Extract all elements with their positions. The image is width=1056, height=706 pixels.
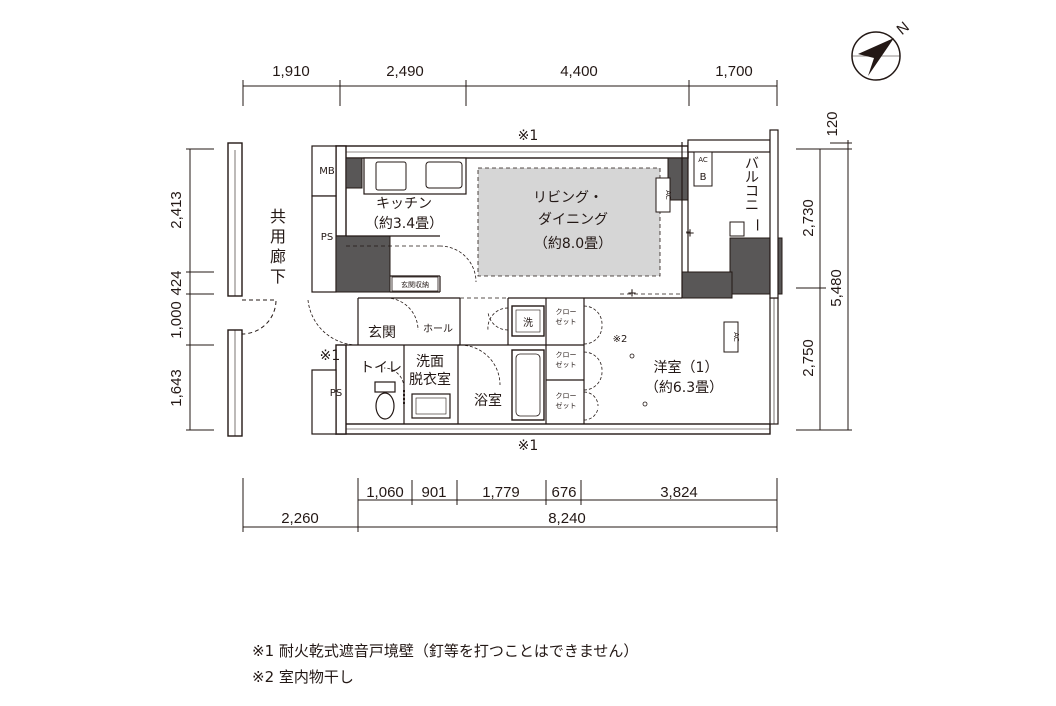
svg-text:（約3.4畳）: （約3.4畳）	[365, 216, 443, 232]
svg-text:ル: ル	[745, 170, 759, 186]
mark1-bottom: ※1	[518, 438, 539, 454]
balcony	[693, 151, 745, 237]
ps-label-2: PS	[330, 388, 342, 399]
note-1: ※1 耐火乾式遮音戸境壁（釘等を打つことはできません）	[252, 642, 639, 660]
dimension-left	[186, 148, 214, 431]
hall-label: ホール	[423, 323, 453, 335]
bath-label: 浴室	[474, 392, 502, 409]
mb-label: MB	[319, 166, 335, 177]
kitchen-label: キッチン （約3.4畳）	[365, 196, 443, 232]
dim-left-2: 424	[168, 270, 185, 295]
plus-mark-2: +	[686, 225, 695, 242]
dimension-bottom	[242, 478, 778, 532]
dim-right-2: 2,750	[800, 339, 817, 377]
svg-text:（約8.0畳）: （約8.0畳）	[534, 236, 612, 252]
corridor-door-swing	[241, 299, 277, 335]
ac-western	[723, 321, 739, 353]
balcony-label: バ ル コ ニ ー	[745, 156, 764, 232]
wash-label: 洗	[523, 317, 533, 329]
ac-living	[655, 177, 671, 213]
corridor-wall	[227, 142, 243, 437]
dim-bottom-4: 676	[551, 484, 576, 501]
washroom-label: 洗面 脱衣室	[409, 354, 451, 388]
clothes-hanger-point-2	[642, 401, 648, 407]
b-label: B	[700, 172, 707, 183]
dim-bottom-3: 1,779	[482, 484, 520, 501]
svg-text:リビング・: リビング・	[533, 190, 603, 206]
dim-bottom-total: 8,240	[548, 510, 586, 527]
dim-bottom-left: 2,260	[281, 510, 319, 527]
toilet-label: トイレ	[360, 360, 402, 376]
svg-text:ダイニング: ダイニング	[538, 212, 608, 228]
dim-left-4: 1,643	[168, 369, 185, 407]
svg-text:バ: バ	[745, 156, 759, 172]
svg-text:（約6.3畳）: （約6.3畳）	[645, 380, 723, 396]
dashed-guides	[346, 231, 692, 299]
svg-text:脱衣室: 脱衣室	[409, 371, 451, 388]
washing-machine-inner	[515, 309, 541, 333]
svg-text:キッチン: キッチン	[376, 196, 432, 212]
mark2-label: ※2	[613, 334, 628, 345]
door-swings	[307, 245, 603, 421]
dim-bottom-5: 3,824	[660, 484, 698, 501]
toilet-fixture	[374, 381, 405, 420]
note-2: ※2 室内物干し	[252, 668, 354, 686]
dimension-top	[242, 80, 778, 106]
ac-living-label: AC	[664, 190, 672, 200]
living-dining-label: リビング・ ダイニング （約8.0畳）	[533, 190, 612, 252]
clothes-hanger-point	[629, 353, 635, 359]
dim-right-1: 2,730	[800, 199, 817, 237]
corridor-label: 共 用 廊 下	[270, 207, 286, 286]
svg-text:洗面: 洗面	[416, 354, 444, 370]
svg-text:クロー: クロー	[556, 308, 577, 316]
mb-ps-block	[311, 145, 337, 435]
mark1-left: ※1	[320, 348, 341, 364]
dim-left-3: 1,000	[168, 301, 185, 339]
entrance-label: 玄関	[368, 324, 396, 341]
dim-right-total: 5,480	[828, 269, 845, 307]
plus-mark: +	[628, 285, 637, 302]
mark1-top: ※1	[518, 128, 539, 144]
svg-text:廊: 廊	[270, 247, 286, 266]
right-exterior	[687, 129, 779, 425]
dim-top-1: 1,910	[272, 63, 310, 80]
washbasin-inner	[415, 397, 447, 415]
svg-text:下: 下	[270, 267, 286, 286]
svg-text:クロー: クロー	[556, 351, 577, 359]
partitions	[346, 142, 689, 424]
svg-text:ゼット: ゼット	[556, 360, 577, 369]
dim-top-4: 1,700	[715, 63, 753, 80]
shoe-storage-label: 玄関収納	[401, 280, 429, 289]
north-compass-icon	[851, 31, 901, 81]
closets: クロー ゼット クロー ゼット クロー ゼット	[556, 308, 577, 410]
svg-text:ー: ー	[748, 218, 764, 232]
north-label: N	[893, 19, 912, 39]
svg-text:共: 共	[270, 207, 286, 226]
svg-text:クロー: クロー	[556, 392, 577, 400]
western-room-label: 洋室（1） （約6.3畳）	[645, 359, 723, 396]
dim-right-top: 120	[824, 111, 841, 136]
ps-label: PS	[321, 232, 333, 243]
dim-top-3: 4,400	[560, 63, 598, 80]
kitchen-counter	[363, 157, 467, 195]
dim-left-1: 2,413	[168, 191, 185, 229]
svg-text:コ: コ	[745, 184, 759, 200]
pipe-shafts	[335, 157, 783, 299]
dim-bottom-2: 901	[421, 484, 446, 501]
ac-western-label: AC	[732, 332, 740, 342]
dim-bottom-1: 1,060	[366, 484, 404, 501]
svg-text:ゼット: ゼット	[556, 317, 577, 326]
dimension-right	[796, 140, 852, 431]
svg-text:洋室（1）: 洋室（1）	[654, 359, 719, 376]
svg-text:用: 用	[270, 227, 286, 246]
ac-balcony-label: AC	[698, 156, 708, 164]
svg-text:ゼット: ゼット	[556, 401, 577, 410]
svg-text:ニ: ニ	[745, 198, 759, 214]
bathtub-inner	[515, 353, 541, 417]
shoe-storage	[391, 276, 439, 292]
dim-top-2: 2,490	[386, 63, 424, 80]
living-dining-area	[477, 167, 661, 277]
